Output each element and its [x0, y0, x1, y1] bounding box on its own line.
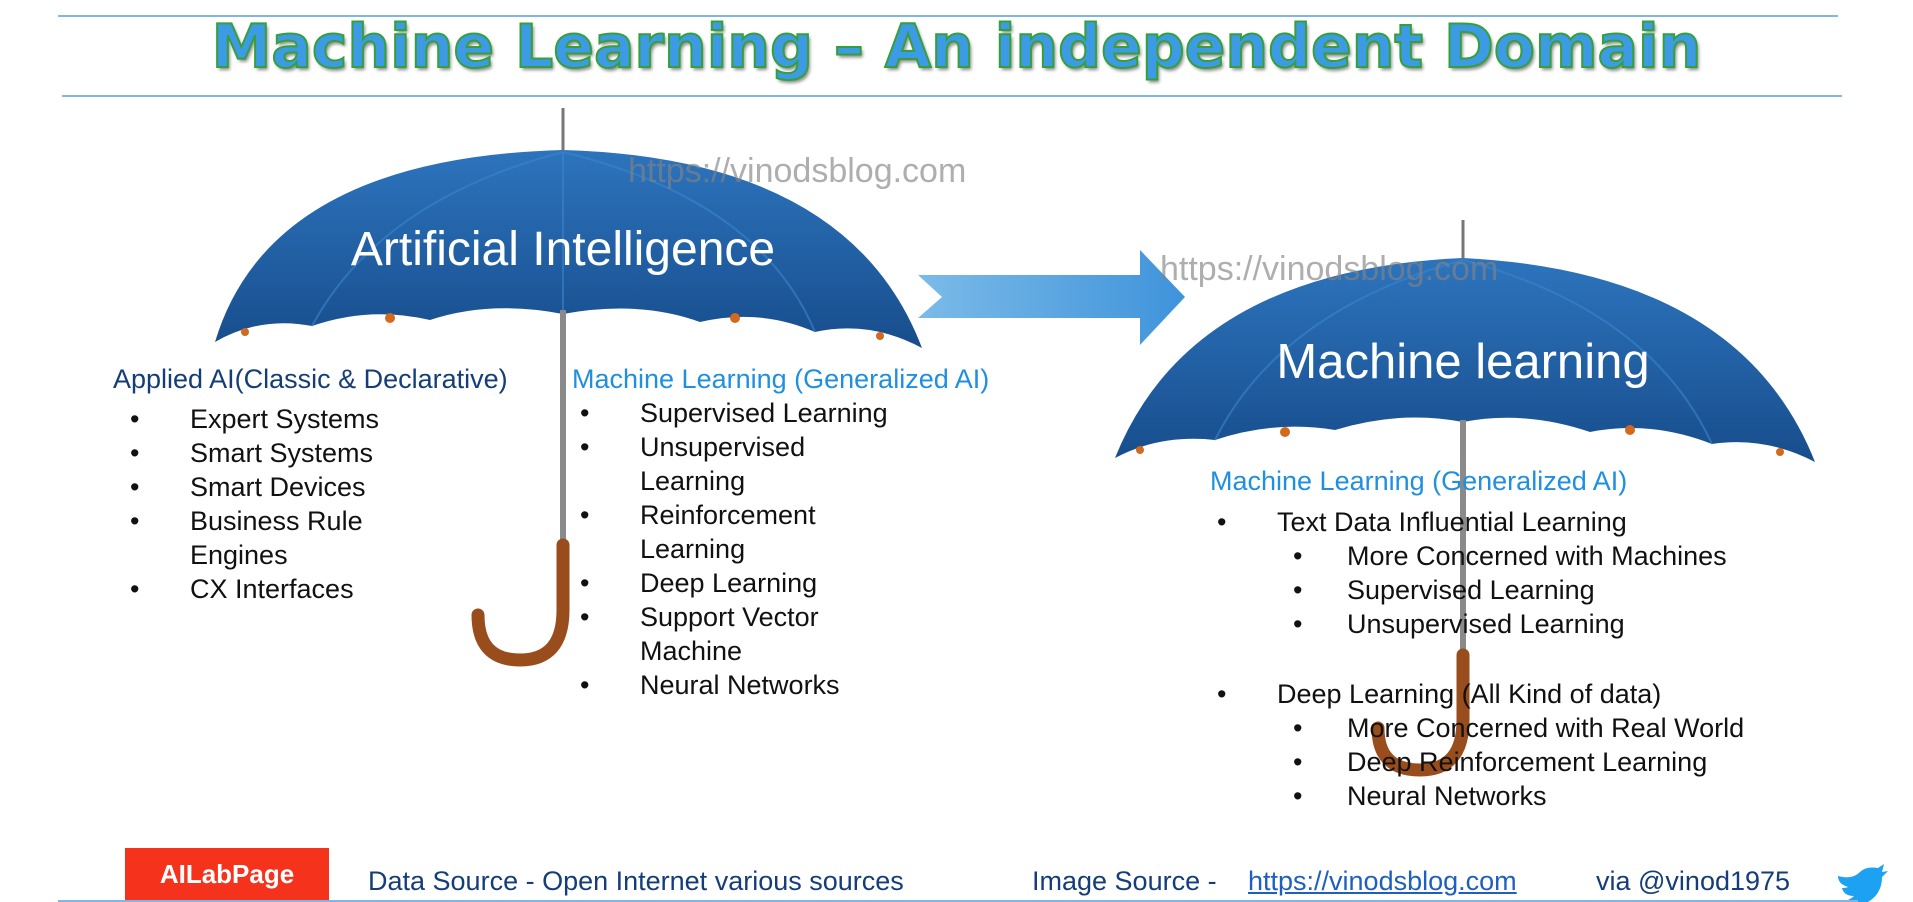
applied-ai-list: Expert Systems Smart Systems Smart Devic…: [128, 402, 438, 606]
ai-umbrella-label: Artificial Intelligence: [350, 223, 776, 276]
ml-heading-left: Machine Learning (Generalized AI): [572, 364, 990, 394]
image-source-label: Image Source -: [1032, 866, 1217, 896]
list-item: Smart Devices: [128, 470, 438, 504]
data-source-text: Data Source - Open Internet various sour…: [368, 866, 904, 896]
arrow-right-icon: [918, 250, 1185, 345]
list-item: Expert Systems: [128, 402, 438, 436]
ai-umbrella: [215, 108, 922, 667]
group-item-text-data: Text Data Influential Learning More Conc…: [1215, 505, 1895, 641]
list-item: Neural Networks: [578, 668, 908, 702]
applied-ai-heading: Applied AI(Classic & Declarative): [113, 364, 508, 394]
ml-list-left: Supervised Learning Unsupervised Learnin…: [578, 396, 908, 702]
via-handle[interactable]: via @vinod1975: [1596, 866, 1791, 896]
bottom-rule: [58, 900, 1858, 902]
list-item: CX Interfaces: [128, 572, 438, 606]
group-label: Text Data Influential Learning: [1277, 507, 1627, 537]
image-source-link[interactable]: https://vinodsblog.com: [1248, 866, 1517, 896]
top-rule: [58, 15, 1838, 17]
group-label: Deep Learning (All Kind of data): [1277, 679, 1662, 709]
ml-umbrella-label: Machine learning: [1276, 335, 1650, 389]
ml-groups-list: Text Data Influential Learning More Conc…: [1215, 505, 1895, 813]
list-item: Supervised Learning: [578, 396, 908, 430]
watermark-2: https://vinodsblog.com: [1160, 250, 1499, 288]
watermark-1: https://vinodsblog.com: [628, 152, 967, 190]
title-rule: [62, 95, 1842, 97]
ml-heading-right: Machine Learning (Generalized AI): [1210, 466, 1628, 496]
twitter-bird-icon: [1836, 864, 1888, 902]
group-item-deep-learning: Deep Learning (All Kind of data) More Co…: [1215, 677, 1895, 813]
list-item: Support Vector Machine: [578, 600, 908, 668]
list-item: Business Rule Engines: [128, 504, 438, 572]
image-source-link-wrap: https://vinodsblog.com: [1248, 866, 1517, 897]
list-item: Unsupervised Learning: [1277, 607, 1895, 641]
ailabpage-badge: AILabPage: [125, 848, 329, 900]
list-item: Reinforcement Learning: [578, 498, 908, 566]
list-item: Smart Systems: [128, 436, 438, 470]
sub-list: More Concerned with Machines Supervised …: [1277, 539, 1895, 641]
page-title: Machine Learning – An independent Domain: [211, 11, 1703, 83]
list-item: Unsupervised Learning: [578, 430, 908, 498]
list-item: Deep Learning: [578, 566, 908, 600]
list-item: Neural Networks: [1277, 779, 1895, 813]
list-item: Deep Reinforcement Learning: [1277, 745, 1895, 779]
list-item: More Concerned with Machines: [1277, 539, 1895, 573]
list-item: More Concerned with Real World: [1277, 711, 1895, 745]
sub-list: More Concerned with Real World Deep Rein…: [1277, 711, 1895, 813]
list-item: Supervised Learning: [1277, 573, 1895, 607]
